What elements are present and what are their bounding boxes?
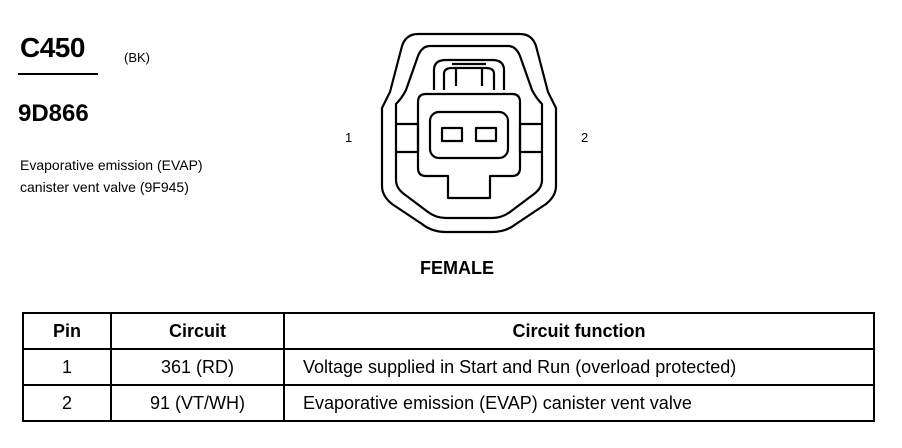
connector-outer-housing — [380, 32, 558, 234]
cell-pin: 1 — [22, 348, 112, 386]
cell-circuit: 361 (RD) — [110, 348, 285, 386]
pin-label-2: 2 — [581, 130, 589, 145]
table-header-row: Pin Circuit Circuit function — [22, 312, 875, 350]
connector-latch — [432, 58, 506, 90]
header-pin: Pin — [22, 312, 112, 350]
pinout-table: Pin Circuit Circuit function 1 361 (RD) … — [22, 312, 875, 422]
connector-left-key — [396, 122, 420, 154]
cell-pin: 2 — [22, 384, 112, 422]
cell-circuit: 91 (VT/WH) — [110, 384, 285, 422]
cell-circuit-function: Evaporative emission (EVAP) canister ven… — [283, 384, 875, 422]
table-row: 1 361 (RD) Voltage supplied in Start and… — [22, 348, 875, 386]
terminal-cavity-2 — [474, 126, 498, 143]
header-circuit: Circuit — [110, 312, 285, 350]
connector-id-underline — [18, 73, 98, 75]
connector-cavity-frame — [416, 92, 522, 200]
cell-circuit-function: Voltage supplied in Start and Run (overl… — [283, 348, 875, 386]
terminal-block — [428, 110, 510, 160]
connector-face-diagram — [380, 32, 558, 234]
table-row: 2 91 (VT/WH) Evaporative emission (EVAP)… — [22, 384, 875, 422]
terminal-cavity-1 — [440, 126, 464, 143]
connector-gender-label: FEMALE — [420, 258, 494, 278]
color-code: (BK) — [124, 50, 150, 65]
part-number: 9D866 — [18, 100, 89, 127]
header-circuit-function: Circuit function — [283, 312, 875, 350]
pin-label-1: 1 — [345, 130, 353, 145]
component-description: Evaporative emission (EVAP) canister ven… — [20, 157, 203, 195]
connector-right-key — [518, 122, 542, 154]
connector-inner-housing — [394, 44, 544, 220]
connector-id: C450 — [20, 32, 85, 63]
